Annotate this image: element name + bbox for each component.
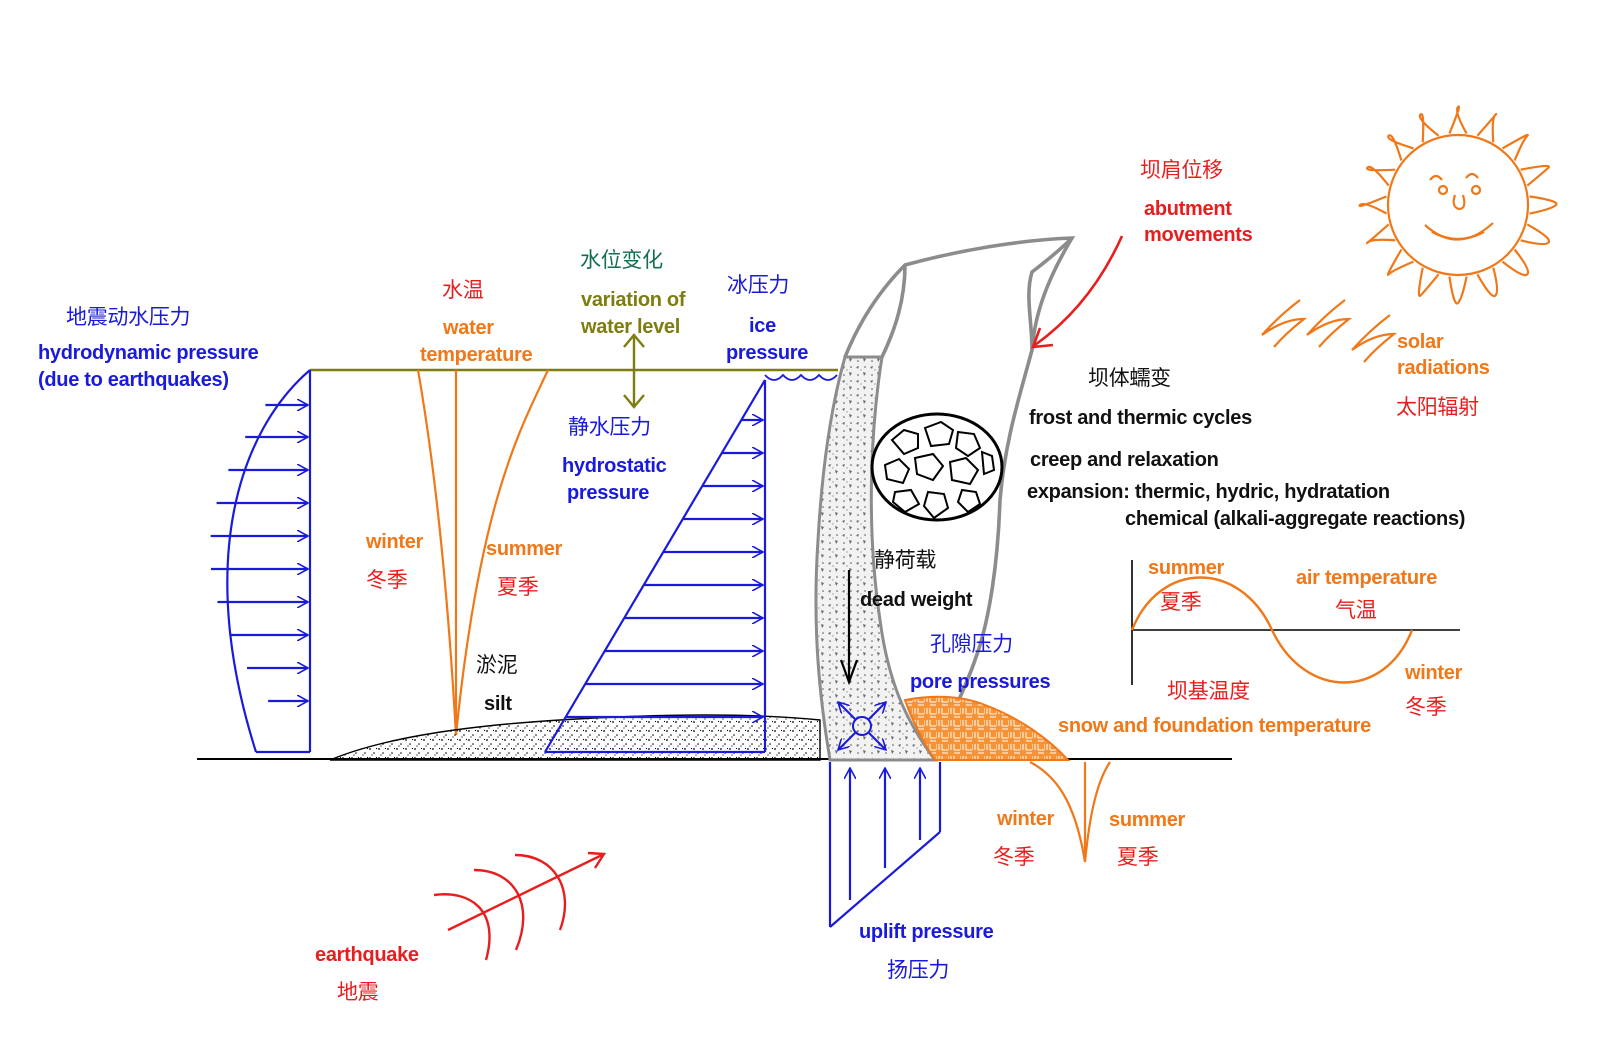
water-temp-label-en1: water xyxy=(443,317,494,339)
dam-crest-inner xyxy=(880,236,1074,358)
abutment-label-en1: abutment xyxy=(1144,198,1232,220)
frost-label: frost and thermic cycles xyxy=(1029,407,1252,429)
expansion-label: expansion: thermic, hydric, hydratation xyxy=(1027,481,1390,503)
sun-ray xyxy=(1529,195,1558,215)
uplift-pressure-diagram xyxy=(828,762,942,928)
water-level-label-en1: variation of xyxy=(581,289,686,311)
sun-ray xyxy=(1358,195,1388,215)
hydrodynamic-label-en2: (due to earthquakes) xyxy=(38,369,229,391)
pore-pressure-symbol xyxy=(838,702,886,750)
ice-label-en2: pressure xyxy=(726,342,809,364)
sun-ray xyxy=(1501,133,1529,161)
uplift-label-en: uplift pressure xyxy=(859,921,994,943)
creep-label-cn: 坝体蠕变 xyxy=(1088,366,1171,390)
winter-water-label-cn: 冬季 xyxy=(366,568,408,592)
uplift-label-cn: 扬压力 xyxy=(887,958,950,982)
solar-label-en1: solar xyxy=(1397,331,1444,353)
sun-icon xyxy=(1358,105,1558,305)
hydrodynamic-label-cn: 地震动水压力 xyxy=(66,305,191,329)
creep-label: creep and relaxation xyxy=(1030,449,1219,471)
air-temp-label-cn: 气温 xyxy=(1335,598,1377,622)
ice-label-en1: ice xyxy=(749,315,776,337)
water-level-arrow xyxy=(623,333,645,409)
winter-water-label-en: winter xyxy=(366,531,424,553)
sun-ray xyxy=(1520,164,1551,187)
silt-label-cn: 淤泥 xyxy=(476,653,518,677)
sun-ray xyxy=(1365,223,1396,245)
air-temp-label-en: air temperature xyxy=(1296,567,1438,589)
foundation-mound xyxy=(903,695,1071,761)
sun-ray xyxy=(1520,223,1551,246)
sun-ray xyxy=(1365,165,1396,187)
hydrodynamic-pressure-diagram xyxy=(210,369,312,754)
earthquake-label-cn: 地震 xyxy=(337,980,379,1004)
sun-ray xyxy=(1501,248,1530,277)
foundation-label-en: snow and foundation temperature xyxy=(1058,715,1371,737)
solar-label-cn: 太阳辐射 xyxy=(1396,395,1479,419)
pore-pressure-label-cn: 孔隙压力 xyxy=(930,632,1013,656)
air-temperature-chart xyxy=(1130,560,1460,685)
earthquake-label-en: earthquake xyxy=(315,944,419,966)
dead-weight-label-en: dead weight xyxy=(860,589,973,611)
solar-label-en2: radiations xyxy=(1397,357,1490,379)
summer-found-label-en: summer xyxy=(1109,809,1186,831)
summer-water-label-en: summer xyxy=(486,538,563,560)
sun-ray xyxy=(1418,112,1440,143)
summer-found-label-cn: 夏季 xyxy=(1117,845,1159,869)
hydrostatic-label-en2: pressure xyxy=(567,482,650,504)
hydrostatic-pressure-diagram xyxy=(544,379,767,754)
dead-weight-label-cn: 静荷载 xyxy=(874,548,937,572)
sun-ray xyxy=(1476,267,1499,298)
water-level-label-cn: 水位变化 xyxy=(580,248,663,272)
dead-weight-arrow xyxy=(839,570,859,686)
water-temperature-curves xyxy=(416,369,549,736)
sun-ray xyxy=(1386,248,1414,276)
summer-air-label-cn: 夏季 xyxy=(1160,590,1202,614)
sun-ray xyxy=(1448,276,1468,305)
chemical-label: chemical (alkali-aggregate reactions) xyxy=(1125,508,1466,530)
abutment-label-en2: movements xyxy=(1144,224,1253,246)
hydrostatic-label-en1: hydrostatic xyxy=(562,455,667,477)
ice-pressure-waves xyxy=(764,373,838,381)
summer-air-label-en: summer xyxy=(1148,557,1225,579)
winter-found-label-en: winter xyxy=(997,808,1055,830)
winter-found-label-cn: 冬季 xyxy=(993,845,1035,869)
winter-air-label-en: winter xyxy=(1405,662,1463,684)
sun-ray xyxy=(1417,267,1440,298)
summer-water-label-cn: 夏季 xyxy=(497,575,539,599)
ice-label-cn: 冰压力 xyxy=(727,273,790,297)
earthquake-waves xyxy=(433,851,607,961)
solar-radiation-rays xyxy=(1261,299,1398,363)
water-temp-label-cn: 水温 xyxy=(442,278,484,302)
abutment-arrow xyxy=(1031,235,1124,349)
sun-ray xyxy=(1387,134,1414,161)
water-level-label-en2: water level xyxy=(581,316,680,338)
water-temp-label-en2: temperature xyxy=(420,344,533,366)
pore-pressure-label-en: pore pressures xyxy=(910,671,1051,693)
winter-air-label-cn: 冬季 xyxy=(1405,695,1447,719)
silt-label-en: silt xyxy=(484,693,512,715)
sun-ray xyxy=(1448,105,1468,135)
foundation-label-cn: 坝基温度 xyxy=(1167,679,1250,703)
foundation-temperature-curve xyxy=(1029,761,1111,863)
aggregate-ellipse xyxy=(870,412,1004,522)
hydrostatic-label-cn: 静水压力 xyxy=(568,415,651,439)
sun-ray xyxy=(1476,112,1498,143)
silt-deposit xyxy=(329,714,821,761)
hydrodynamic-label-en1: hydrodynamic pressure xyxy=(38,342,259,364)
abutment-label-cn: 坝肩位移 xyxy=(1140,158,1223,182)
